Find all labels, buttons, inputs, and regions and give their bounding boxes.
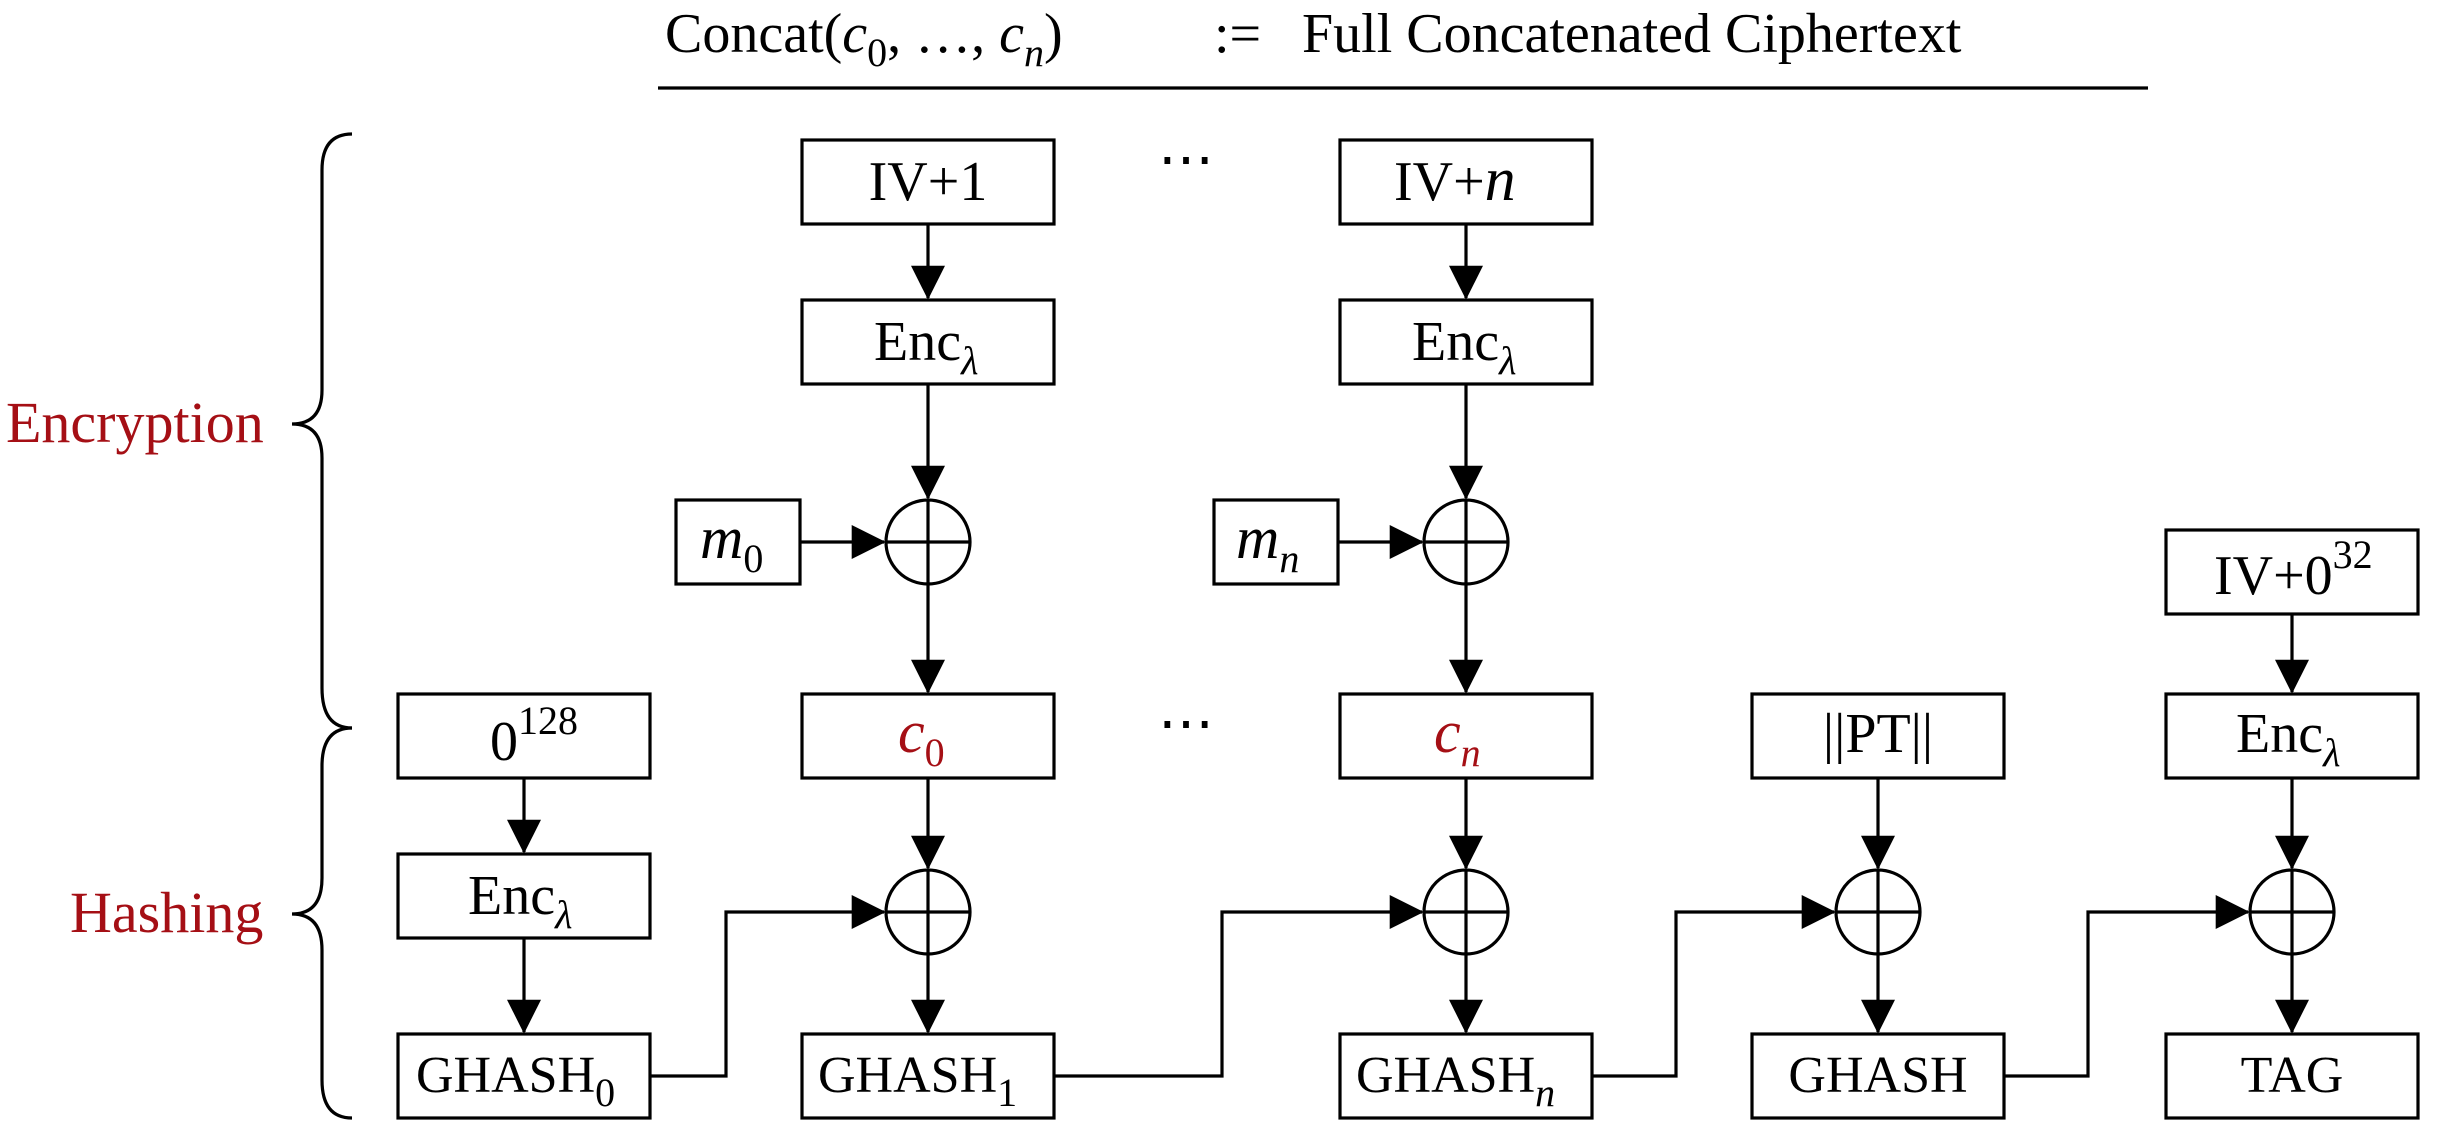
zero-block-exp: 128: [518, 698, 578, 743]
ciphertext-label-c0: c0: [898, 699, 945, 775]
zero-block-box: [396, 692, 652, 780]
tag-iv-exp: 32: [2333, 532, 2373, 577]
concat-c0-sub: 0: [867, 30, 887, 75]
encryption-brace: [291, 132, 353, 730]
ghash-label-n: GHASHn: [1356, 1047, 1555, 1115]
enc-name-n: Enc: [1412, 311, 1499, 373]
xor-icon-hash-n: [1422, 868, 1510, 956]
message-box-mn: [1212, 498, 1340, 586]
counter-n-var: n: [1485, 146, 1516, 214]
xor-icon-tag: [2248, 868, 2336, 956]
zero-block-label: 0128: [490, 698, 578, 773]
ciphertext-box-cn: [1338, 692, 1594, 780]
counter-label-iv-plus-n: IV+n: [1394, 146, 1516, 214]
message-mn-sub: n: [1279, 536, 1299, 581]
arrow-ghash1-to-xor: [1054, 895, 1424, 1078]
ciphertext-box-c0: [800, 692, 1056, 780]
counter-n-base: IV+: [1394, 151, 1485, 213]
tag-box: [2164, 1032, 2420, 1120]
tag-iv-base: IV+0: [2214, 545, 2333, 607]
enc-label-hash: Encλ: [468, 865, 572, 937]
enc-name-1: Enc: [874, 311, 961, 373]
message-label-mn: mn: [1236, 505, 1299, 581]
ghash-sub-0: 0: [595, 1070, 615, 1115]
ghash-name-1: GHASH: [818, 1047, 997, 1104]
ghash-sub-n: n: [1535, 1070, 1555, 1115]
concat-sep-2: ,: [971, 3, 999, 65]
concat-sep-1: ,: [887, 3, 915, 65]
hashing-brace: [291, 726, 353, 1120]
arrow-ghashn-to-xor: [1592, 895, 1836, 1078]
ghash-name-n: GHASH: [1356, 1047, 1535, 1104]
enc-label-1: Encλ: [874, 311, 978, 383]
enc-label-tag: Encλ: [2236, 703, 2340, 775]
message-m0-sub: 0: [743, 536, 763, 581]
enc-label-n: Encλ: [1412, 311, 1516, 383]
ghash-box-final: [1750, 1032, 2006, 1120]
enc-sub-n: λ: [1498, 338, 1516, 383]
ciphertext-c0-sub: 0: [925, 730, 945, 775]
concat-cn-sub: n: [1024, 30, 1044, 75]
message-box-m0: [674, 498, 802, 586]
enc-sub-1: λ: [960, 338, 978, 383]
concat-name: Concat(: [665, 3, 842, 65]
concat-description: Full Concatenated Ciphertext: [1302, 3, 1962, 65]
concat-closing: ): [1044, 3, 1063, 65]
ciphertext-cn-letter: c: [1434, 699, 1461, 765]
header-title: Concat(c0, …, cn) := Full Concatenated C…: [658, 3, 2148, 90]
message-label-m0: m0: [700, 505, 763, 581]
zero-block-base: 0: [490, 711, 518, 773]
xor-icon-hash-1: [884, 868, 972, 956]
enc-box-hash: [396, 852, 652, 940]
ciphertext-cn-sub: n: [1461, 730, 1481, 775]
enc-sub-tag: λ: [2322, 730, 2340, 775]
enc-box-tag: [2164, 692, 2420, 780]
tag-label: TAG: [2241, 1047, 2344, 1104]
concat-cn-letter: c: [999, 3, 1024, 65]
xor-icon-enc-n: [1422, 498, 1510, 586]
pt-length-label: ||PT||: [1823, 703, 1933, 765]
ghash-sub-1: 1: [997, 1070, 1017, 1115]
concat-assign: :=: [1214, 3, 1261, 65]
encryption-label: Encryption: [6, 390, 264, 455]
ghash-label-1: GHASH1: [818, 1047, 1017, 1115]
pt-length-box: [1750, 692, 2006, 780]
tag-iv-label: IV+032: [2214, 532, 2373, 607]
svg-text:Concat(c0, …, cn): Concat(c0, …, cn): [665, 3, 1063, 75]
enc-name-hash: Enc: [468, 865, 555, 927]
enc-sub-hash: λ: [554, 892, 572, 937]
ciphertext-c0-letter: c: [898, 699, 925, 765]
ghash-box-0: [396, 1032, 652, 1120]
arrow-ghash0-to-xor: [650, 895, 886, 1078]
ghash-name-0: GHASH: [416, 1047, 595, 1104]
enc-box-1: [800, 298, 1056, 386]
ghash-label-0: GHASH0: [416, 1047, 615, 1115]
message-m0-letter: m: [700, 505, 743, 571]
hashing-label: Hashing: [70, 880, 263, 945]
tag-iv-box: [2164, 528, 2420, 616]
concat-ellipsis: …: [915, 3, 971, 65]
counter-label-iv-plus-1: IV+1: [869, 151, 988, 213]
ciphertext-label-cn: cn: [1434, 699, 1481, 775]
ciphertext-ellipsis: ⋯: [1158, 693, 1214, 755]
counter-ellipsis: ⋯: [1158, 129, 1214, 191]
concat-c0-letter: c: [842, 3, 867, 65]
message-mn-letter: m: [1236, 505, 1279, 571]
xor-icon-hash-pt: [1834, 868, 1922, 956]
enc-name-tag: Enc: [2236, 703, 2323, 765]
arrow-ghash-to-tagxor: [2004, 895, 2250, 1078]
connector-arrows: [507, 224, 2309, 1078]
xor-icon-enc-1: [884, 498, 972, 586]
ghash-label-final: GHASH: [1788, 1047, 1967, 1104]
